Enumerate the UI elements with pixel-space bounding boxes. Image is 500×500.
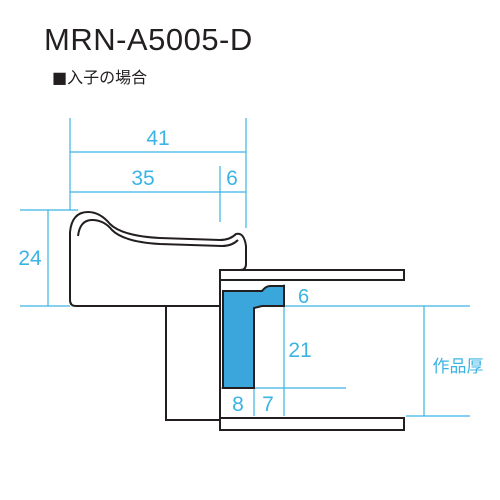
dim-gap-right: 7 bbox=[262, 393, 274, 416]
dim-overall-width: 41 bbox=[146, 127, 169, 150]
frame-outlines bbox=[69, 210, 405, 431]
insert-profile bbox=[222, 285, 285, 389]
moulding-profile bbox=[69, 210, 247, 307]
glazing-board-bottom bbox=[219, 417, 405, 431]
dim-gap-left: 8 bbox=[232, 393, 244, 416]
section-title: ■入子の場合 bbox=[52, 68, 148, 87]
dim-height: 24 bbox=[18, 247, 42, 270]
dimension-lines bbox=[20, 118, 470, 417]
dim-lip-width: 6 bbox=[226, 167, 238, 190]
artwork-thickness-label: 作品厚 bbox=[433, 357, 484, 377]
dim-inner-width: 35 bbox=[131, 167, 154, 190]
backing-board-top bbox=[219, 269, 405, 281]
dim-insert-lip: 6 bbox=[298, 286, 309, 308]
dim-insert-depth: 21 bbox=[288, 339, 311, 362]
model-code: MRN-A5005-D bbox=[44, 22, 253, 57]
left-block bbox=[165, 305, 221, 421]
